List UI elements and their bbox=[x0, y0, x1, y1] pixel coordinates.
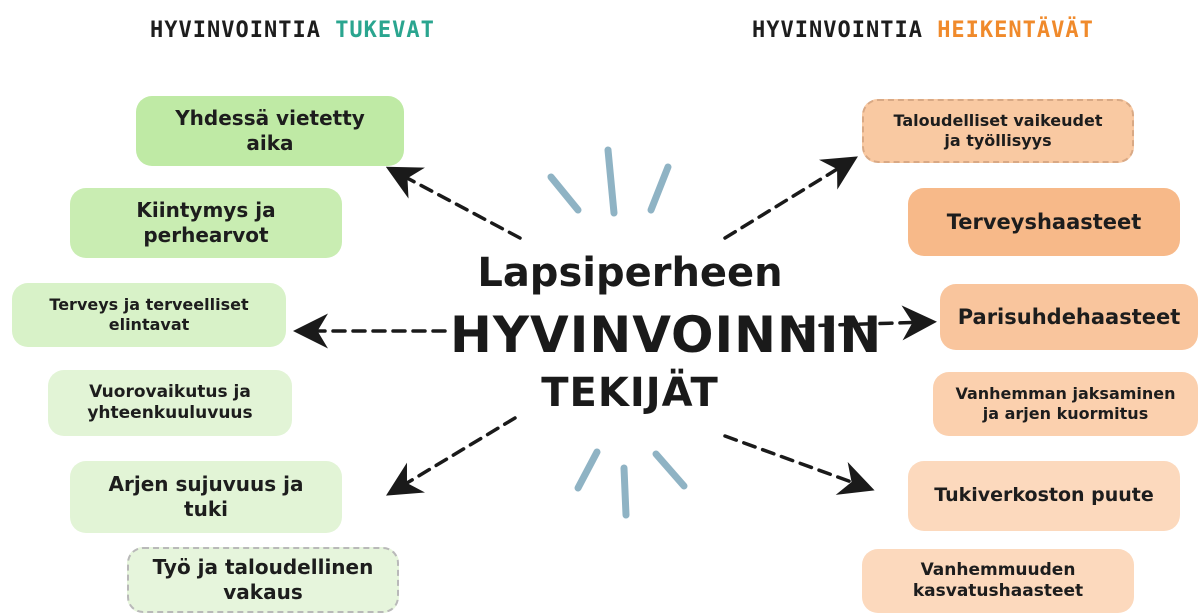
burst-strokes bbox=[547, 146, 688, 519]
burst-stroke bbox=[647, 163, 672, 214]
supporting-factor-interaction: Vuorovaikutus ja yhteenkuuluvuus bbox=[48, 370, 292, 436]
center-title-line1: Lapsiperheen bbox=[477, 250, 783, 296]
arrow-mid-right bbox=[798, 305, 937, 341]
arrow-top-left bbox=[385, 166, 522, 240]
weakening-factor-finance: Taloudelliset vaikeudet ja työllisyys bbox=[862, 99, 1134, 163]
weakening-factor-parent-coping: Vanhemman jaksaminen ja arjen kuormitus bbox=[933, 372, 1198, 436]
heading-weakening: HYVINVOINTIA HEIKENTÄVÄT bbox=[752, 18, 1094, 43]
heading-supporting-prefix: HYVINVOINTIA bbox=[150, 18, 336, 43]
arrow-top-right bbox=[723, 156, 858, 240]
supporting-factor-attachment: Kiintymys ja perhearvot bbox=[70, 188, 342, 258]
burst-stroke bbox=[547, 173, 582, 214]
heading-weakening-accent: HEIKENTÄVÄT bbox=[937, 18, 1094, 43]
supporting-factor-work-finance: Työ ja taloudellinen vakaus bbox=[127, 547, 399, 613]
supporting-factor-everyday: Arjen sujuvuus ja tuki bbox=[70, 461, 342, 533]
weakening-factor-support-network: Tukiverkoston puute bbox=[908, 461, 1180, 531]
heading-supporting: HYVINVOINTIA TUKEVAT bbox=[150, 18, 435, 43]
burst-stroke bbox=[604, 146, 618, 217]
arrow-bottom-right bbox=[723, 434, 875, 495]
heading-weakening-prefix: HYVINVOINTIA bbox=[752, 18, 938, 43]
weakening-factor-relationship: Parisuhdehaasteet bbox=[940, 284, 1198, 350]
burst-stroke bbox=[652, 450, 688, 490]
weakening-factor-health: Terveyshaasteet bbox=[908, 188, 1180, 256]
arrow-bottom-left bbox=[386, 416, 517, 496]
supporting-factor-time-together: Yhdessä vietetty aika bbox=[136, 96, 404, 166]
burst-stroke bbox=[620, 464, 630, 519]
heading-supporting-accent: TUKEVAT bbox=[335, 18, 435, 43]
supporting-factor-health: Terveys ja terveelliset elintavat bbox=[12, 283, 286, 347]
center-title-line2: HYVINVOINNIN bbox=[450, 306, 883, 364]
center-title-line3: TEKIJÄT bbox=[541, 370, 719, 416]
weakening-factor-parenting: Vanhemmuuden kasvatushaasteet bbox=[862, 549, 1134, 613]
burst-stroke bbox=[574, 448, 601, 492]
